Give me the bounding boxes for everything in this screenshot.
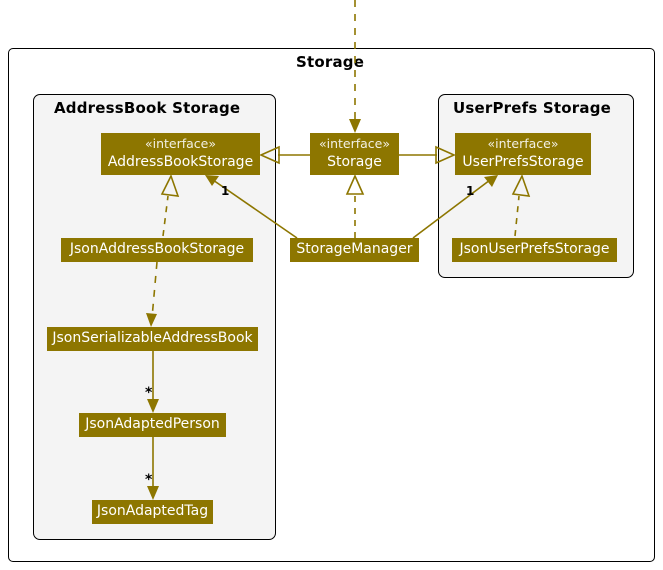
stereotype-label: «interface» [318,136,391,152]
node-label: Storage [327,153,382,170]
node-storage[interactable]: «interface» Storage [310,133,399,175]
node-label: JsonAdaptedTag [96,503,209,520]
package-userprefs-storage-title: UserPrefs Storage [453,99,612,117]
node-addressbookstorage[interactable]: «interface» AddressBookStorage [101,133,260,175]
multiplicity-label-jsonadaptedtag: * [145,472,153,488]
package-storage-title: Storage [296,53,365,71]
node-label: AddressBookStorage [107,153,254,170]
node-label: JsonUserPrefsStorage [459,241,610,258]
node-jsonserializableaddressbook[interactable]: JsonSerializableAddressBook [47,327,258,351]
node-label: JsonSerializableAddressBook [52,330,253,347]
node-storagemanager[interactable]: StorageManager [290,238,419,262]
stereotype-label: «interface» [487,136,559,152]
node-label: JsonAdaptedPerson [85,416,220,433]
multiplicity-label-addressbookstorage: 1 [221,184,230,198]
node-label: StorageManager [296,241,413,258]
multiplicity-label-jsonadaptedperson: * [145,385,153,401]
node-label: UserPrefsStorage [462,153,584,170]
node-jsonadaptedtag[interactable]: JsonAdaptedTag [92,500,213,524]
node-jsonuserprefsstorage[interactable]: JsonUserPrefsStorage [452,238,617,262]
multiplicity-label-userprefsstorage: 1 [466,184,475,198]
package-addressbook-storage-title: AddressBook Storage [54,99,241,117]
node-jsonaddressbookstorage[interactable]: JsonAddressBookStorage [61,238,253,262]
stereotype-label: «interface» [144,136,217,152]
node-userprefsstorage[interactable]: «interface» UserPrefsStorage [455,133,591,175]
node-label: JsonAddressBookStorage [69,241,245,258]
node-jsonadaptedperson[interactable]: JsonAdaptedPerson [79,413,226,437]
